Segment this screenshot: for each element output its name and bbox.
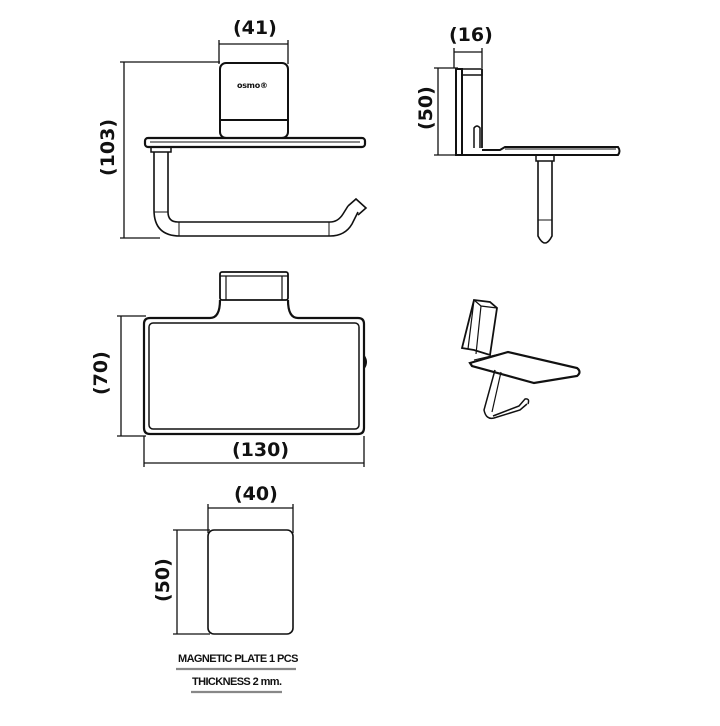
top-height-label: (70)	[90, 351, 112, 395]
magnetic-plate-view	[173, 504, 294, 635]
front-width-label: (41)	[233, 17, 277, 39]
front-height-label: (103)	[97, 118, 119, 176]
top-view	[117, 271, 367, 467]
side-depth-label: (16)	[449, 24, 493, 46]
top-width-label: (130)	[232, 439, 290, 461]
plate-height-label: (50)	[152, 558, 174, 602]
isometric-view	[460, 299, 581, 420]
brand-logo: osmo®	[237, 81, 268, 90]
note-quantity: MAGNETIC PLATE 1 PCS	[178, 653, 298, 665]
front-view	[120, 40, 368, 239]
side-view	[434, 48, 621, 244]
note-thickness: THICKNESS 2 mm.	[192, 676, 282, 688]
side-height-label: (50)	[415, 86, 437, 130]
plate-width-label: (40)	[234, 483, 278, 505]
